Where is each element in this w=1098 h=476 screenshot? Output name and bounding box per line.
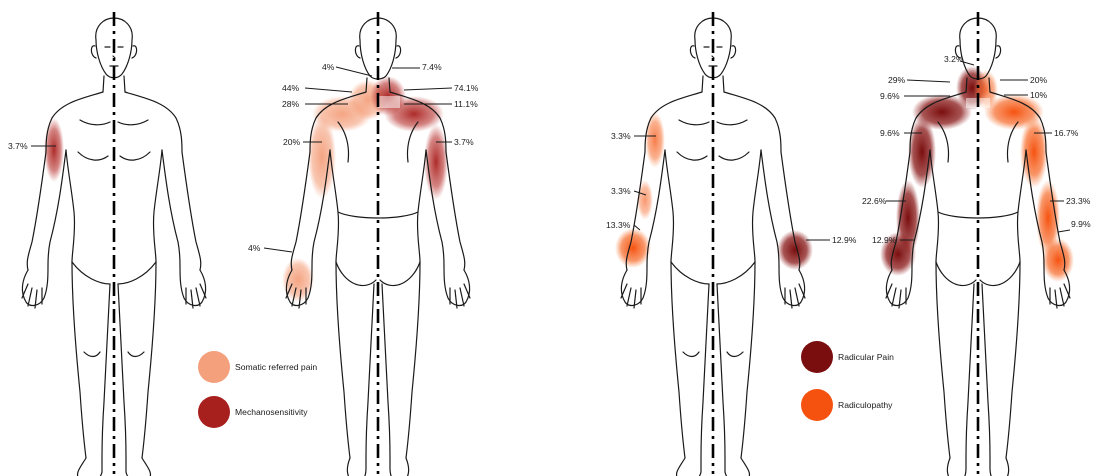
label-shoulder-left: 28% xyxy=(282,99,300,109)
label-upper-arm-right: 16.7% xyxy=(1054,128,1079,138)
legend-label-radiculopathy: Radiculopathy xyxy=(838,400,893,410)
label-neck-right: 7.4% xyxy=(422,62,442,72)
zone-upper-arm-radiculopathy xyxy=(645,112,665,168)
label-neck: 3.2% xyxy=(944,54,964,64)
label-upper-arm-left: 20% xyxy=(283,137,301,147)
figure-back-left xyxy=(282,12,470,476)
label-forearm-right: 23.3% xyxy=(1066,196,1091,206)
legend-label-somatic: Somatic referred pain xyxy=(235,362,317,372)
zone-center-highlight xyxy=(378,96,400,108)
legend-swatch-mechano xyxy=(198,396,230,428)
label-shoulder-right: 11.1% xyxy=(454,99,478,109)
label-hand-left: 4% xyxy=(248,243,261,253)
legend-left: Somatic referred pain Mechanosensitivity xyxy=(198,351,317,428)
label-shoulder-right: 10% xyxy=(1030,90,1048,100)
label-upper-trap-right: 74.1% xyxy=(454,83,479,93)
legend-label-mechano: Mechanosensitivity xyxy=(235,407,308,417)
label-upper-trap-left: 44% xyxy=(282,83,300,93)
label-upper-arm: 3.7% xyxy=(8,141,28,151)
figure-front-right xyxy=(615,12,813,476)
legend-right: Radicular Pain Radiculopathy xyxy=(801,341,894,421)
label-upper-arm-right: 3.7% xyxy=(454,137,474,147)
label-neck-left: 4% xyxy=(322,62,335,72)
label-hand-left: 13.3% xyxy=(606,220,631,230)
label-hand-left: 12.9% xyxy=(872,235,897,245)
label-shoulder-left: 9.6% xyxy=(880,91,900,101)
zone-upper-arm-mechano xyxy=(44,118,64,182)
label-upper-arm-left: 9.6% xyxy=(880,128,900,138)
legend-label-radicular: Radicular Pain xyxy=(838,352,894,362)
zone-hand-right-radicular xyxy=(777,230,813,270)
label-upper-trap-right: 20% xyxy=(1030,75,1048,85)
legend-swatch-radiculopathy xyxy=(801,389,833,421)
label-upper-arm: 3.3% xyxy=(611,131,631,141)
label-hand-right: 9.9% xyxy=(1071,219,1091,229)
zone-hand-right-radiculopathy xyxy=(1042,238,1074,282)
label-upper-trap-left: 29% xyxy=(888,75,906,85)
label-forearm: 3.3% xyxy=(611,186,631,196)
figure-front-left xyxy=(22,12,206,476)
label-hand-right: 12.9% xyxy=(832,235,857,245)
label-forearm-left: 22.6% xyxy=(862,196,887,206)
legend-swatch-somatic xyxy=(198,351,230,383)
zone-forearm-radiculopathy xyxy=(637,180,653,220)
legend-swatch-radicular xyxy=(801,341,833,373)
